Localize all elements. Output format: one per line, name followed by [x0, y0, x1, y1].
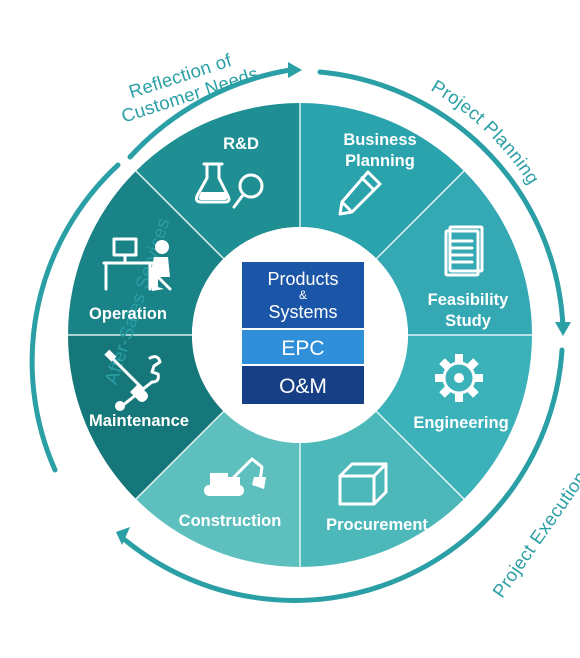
segment-business-planning[interactable] — [68, 170, 224, 335]
segment-business-planning-line1: Business — [343, 131, 416, 149]
segment-rd[interactable] — [68, 335, 224, 500]
label-project-execution: Project Execution — [488, 467, 580, 601]
gear-tooth — [439, 385, 452, 398]
workstation-icon — [102, 237, 172, 291]
center-stack: Products & Systems EPC O&M — [242, 262, 364, 404]
tools-icon — [104, 349, 162, 411]
segment-procurement-label: Procurement — [326, 516, 428, 534]
center-box-om[interactable] — [242, 366, 364, 404]
segment-feasibility-study[interactable] — [135, 102, 300, 259]
segment-operation-label: Operation — [89, 305, 167, 323]
arrowhead-project-planning — [555, 322, 571, 336]
gear-tooth — [439, 358, 452, 371]
center-products-amp: & — [299, 288, 307, 302]
segment-construction[interactable] — [376, 335, 532, 500]
segment-divider — [375, 410, 465, 500]
segment-maintenance-label: Maintenance — [89, 412, 189, 430]
gear-tooth — [473, 374, 483, 382]
center-box-epc[interactable] — [242, 330, 364, 364]
center-box-products-systems[interactable] — [242, 262, 364, 328]
gear-tooth — [435, 374, 445, 382]
pencil-icon — [338, 170, 382, 216]
segment-feasibility-study-line1: Feasibility — [428, 291, 510, 309]
segment-procurement[interactable] — [376, 170, 532, 335]
arrow-after-sales — [29, 162, 121, 473]
segment-engineering-label: Engineering — [413, 414, 508, 432]
segment-divider — [135, 410, 225, 500]
center-products-line2: Systems — [268, 302, 337, 322]
gear-tooth — [466, 385, 479, 398]
segment-maintenance[interactable] — [300, 411, 465, 567]
gear-tooth — [466, 358, 479, 371]
center-om-label: O&M — [279, 375, 327, 398]
box-icon — [338, 462, 388, 506]
excavator-icon — [204, 457, 266, 496]
gear-tooth — [455, 354, 463, 364]
center-products-line1: Products — [267, 269, 338, 289]
arrowhead-customer-needs — [288, 62, 302, 78]
gear-icon — [435, 354, 483, 402]
segment-feasibility-study-line2: Study — [445, 312, 492, 330]
segment-business-planning-line2: Planning — [345, 152, 415, 170]
arrow-project-execution — [122, 347, 565, 603]
segment-rd-label: R&D — [223, 135, 259, 153]
gear-tooth — [455, 392, 463, 402]
outer-arrows — [29, 67, 566, 603]
segment-divider — [135, 170, 225, 260]
segment-engineering[interactable] — [300, 103, 465, 259]
arrowhead-project-execution — [116, 527, 130, 545]
flask-magnifier-icon — [195, 162, 264, 209]
segment-divider — [375, 170, 465, 260]
arrow-heads — [116, 62, 571, 545]
ring-segments — [68, 102, 532, 567]
document-icon — [444, 225, 484, 277]
segment-construction-label: Construction — [179, 512, 282, 530]
center-epc-label: EPC — [281, 337, 324, 360]
arrow-customer-needs — [127, 67, 293, 160]
segment-dividers — [68, 103, 532, 567]
arrow-project-planning — [317, 69, 566, 331]
